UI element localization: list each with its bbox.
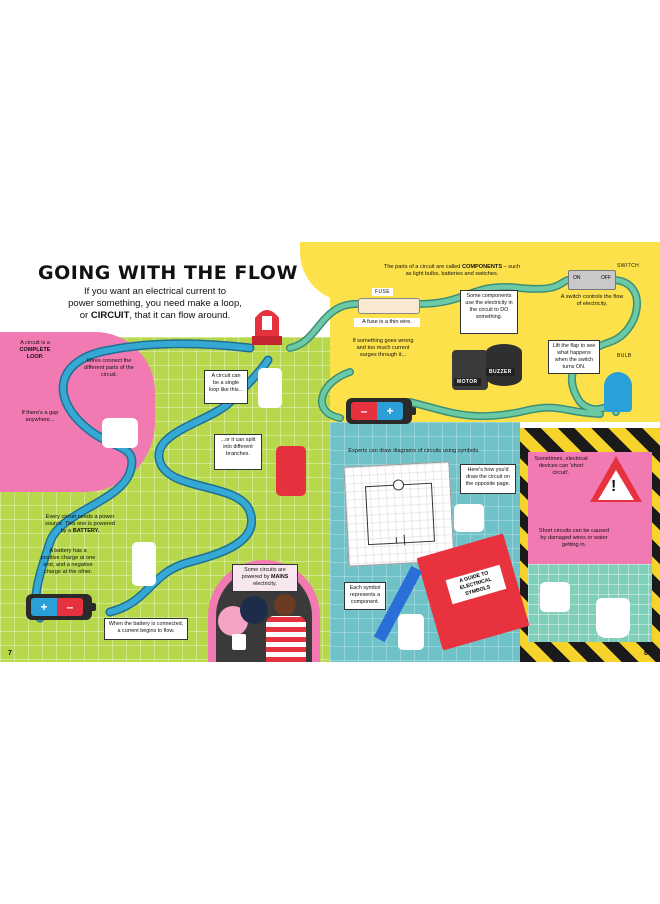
heres-how-box: Here's how you'd draw the circuit on the… (460, 464, 516, 494)
intro-line-3: or CIRCUIT, that it can flow around. (60, 310, 250, 322)
battery-left-cap (91, 603, 96, 611)
child-figure-icon (266, 594, 306, 662)
buzzer-icon (486, 344, 522, 386)
components-pre: The parts of a circuit are called (383, 264, 461, 270)
mains-keyword: MAINS (271, 574, 289, 580)
battery-right-positive: + (377, 402, 403, 420)
battery-charge-note: A battery has a positive charge at one e… (40, 548, 96, 575)
switch-icon[interactable]: ON OFF (568, 270, 616, 290)
complete-loop-bold: COMPLETE LOOP. (19, 347, 51, 360)
connected-box: When the battery is connected, a current… (104, 618, 188, 640)
battery-left-negative: – (57, 598, 83, 616)
fuse-melt-note: If something goes wrong and too much cur… (352, 338, 414, 358)
power-source-note: Every circuit needs a power source. This… (44, 514, 116, 535)
mains-pre: Some circuits are powered by (241, 567, 286, 580)
components-note: The parts of a circuit are called COMPON… (382, 264, 522, 278)
battery-right: – + (346, 398, 416, 424)
warning-triangle-inner (598, 470, 634, 500)
book-spread: GOING WITH THE FLOW If you want an elect… (0, 242, 660, 662)
socket-icon (232, 634, 246, 650)
lift-flap-box[interactable]: Lift the flap to see what happens when t… (548, 340, 600, 374)
circuit-diagram-icon (365, 479, 435, 546)
intro-text: If you want an electrical current to pow… (60, 286, 250, 322)
page-number-left: 7 (8, 650, 12, 657)
bulb-icon (604, 372, 632, 412)
exclamation-icon: ! (611, 478, 617, 495)
fuse-icon (358, 298, 420, 314)
robot-battery-icon (132, 542, 156, 586)
mains-post: electricity. (253, 581, 277, 587)
bulb-tag: BULB (617, 353, 632, 359)
mains-box: Some circuits are powered by MAINS elect… (232, 564, 298, 592)
intro-line-2: power something, you need make a loop, (68, 298, 242, 309)
robot-pencil-icon (398, 614, 424, 650)
lamp-shade-icon (240, 596, 268, 624)
complete-loop-note: A circuit is a COMPLETE LOOP. (12, 340, 58, 361)
intro-line-3-post: , that it can flow around. (129, 310, 231, 321)
intro-line-3-pre: or (79, 310, 91, 321)
battery-right-negative: – (351, 402, 377, 420)
switch-on-label: ON (573, 275, 581, 281)
circuit-diagram-paper (343, 461, 455, 567)
short-circuit-note: Sometimes, electrical devices can 'short… (534, 456, 588, 476)
toilet-icon (596, 598, 630, 638)
battery-keyword: BATTERY. (72, 528, 100, 534)
robot-branch-icon (276, 446, 306, 496)
fuse-tag: FUSE (372, 288, 393, 296)
siren-light-icon (252, 310, 282, 345)
battery-left: + – (26, 594, 96, 620)
use-electricity-box: Some components use the electricity in t… (460, 290, 518, 334)
page-number-right: 8 (644, 650, 648, 657)
robot-loop-icon (258, 368, 282, 408)
components-post: – such as light bulbs, batteries and swi… (405, 264, 521, 277)
motor-tag: MOTOR (454, 378, 481, 386)
split-box: ...or it can split into different branch… (214, 434, 262, 470)
symbol-box: Each symbol represents a component. (344, 582, 386, 610)
buzzer-tag: BUZZER (486, 368, 515, 376)
fuse-note: A fuse is a thin wire. (354, 318, 420, 327)
circuit-keyword: CIRCUIT (90, 310, 130, 321)
complete-loop-pre: A circuit is a (20, 340, 50, 346)
wires-note: Wires connect the different parts of the… (84, 358, 134, 378)
switch-tag: SWITCH (617, 263, 640, 269)
robot-short-circuit-icon (540, 582, 570, 612)
switch-controls-note: A switch controls the flow of electricit… (560, 294, 624, 307)
components-keyword: COMPONENTS (461, 264, 503, 270)
switch-off-label: OFF (601, 275, 611, 281)
short-cause-note: Short circuits can be caused by damaged … (538, 528, 610, 548)
battery-right-cap (411, 407, 416, 415)
intro-line-1: If you want an electrical current to (83, 286, 227, 297)
battery-left-positive: + (31, 598, 57, 616)
robot-diagram-icon (454, 504, 484, 532)
page-title: GOING WITH THE FLOW (38, 262, 298, 284)
diagrams-note: Experts can draw diagrams of circuits us… (348, 448, 480, 454)
single-loop-box: A circuit can be a single loop like this… (204, 370, 248, 404)
gap-note: If there's a gap anywhere... (21, 410, 59, 423)
robot-gap-icon (102, 418, 138, 448)
power-source-pre: Every circuit needs a power source. This… (45, 514, 115, 534)
